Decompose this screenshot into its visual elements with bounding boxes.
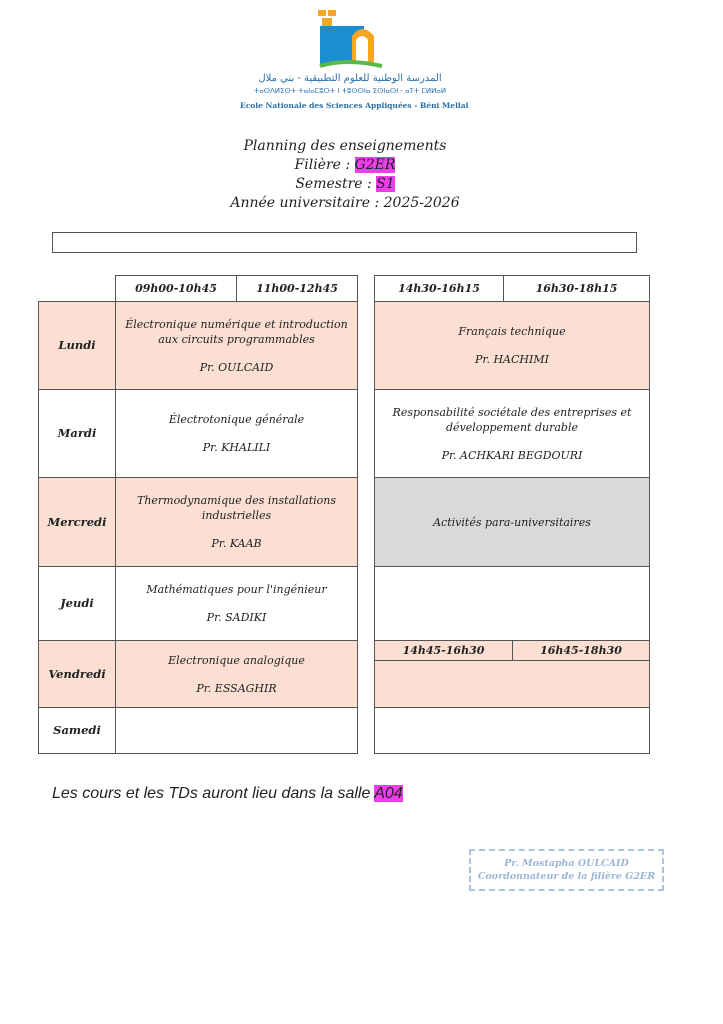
stamp-role: Coordonnateur de la filière G2ER — [477, 871, 656, 882]
empty-box — [52, 232, 637, 253]
day-vendredi: Vendredi — [38, 640, 116, 708]
day-lundi: Lundi — [38, 301, 116, 390]
logo-tifinagh: ⵜⴰⵙⴷⵍⵉⵙⵜ ⵜⴰⵏⴰⵎⵓⵔⵜ ⵏ ⵜⵓⵙⵙⵏⴰ ⵉⵙⵏⴰⵙⵏ - ⴰⵢⵜ … — [253, 87, 447, 95]
course-samedi-pm — [374, 707, 650, 754]
day-mardi: Mardi — [38, 389, 116, 478]
course-lundi-am: Électronique numérique et introduction a… — [115, 301, 358, 390]
course-prof: Pr. ACHKARI BEGDOURI — [441, 448, 583, 462]
filiere-label: Filière : — [294, 157, 355, 173]
day-mercredi: Mercredi — [38, 477, 116, 567]
semestre-line: Semestre : S1 — [0, 175, 690, 194]
logo-french: Ecole Nationale des Sciences Appliquées … — [240, 101, 469, 110]
course-mardi-pm: Responsabilité sociétale des entreprises… — [374, 389, 650, 478]
semestre-value: S1 — [376, 176, 395, 192]
day-jeudi: Jeudi — [38, 566, 116, 641]
course-prof: Pr. KAAB — [211, 537, 262, 550]
vendredi-slot-header-1: 14h45-16h30 — [374, 640, 513, 661]
filiere-value: G2ER — [354, 157, 396, 173]
course-vendredi-pm — [374, 660, 650, 708]
course-title: Electronique analogique — [168, 653, 305, 667]
course-prof: Pr. SADIKI — [206, 611, 267, 624]
course-prof: Pr. OULCAID — [199, 360, 274, 374]
course-title: Électronique numérique et introduction a… — [125, 317, 348, 346]
slot-header-4: 16h30-18h15 — [503, 275, 650, 302]
course-mercredi-am: Thermodynamique des installations indust… — [115, 477, 358, 567]
room-value: A04 — [374, 785, 403, 802]
course-prof: Pr. ESSAGHIR — [196, 681, 277, 695]
semestre-label: Semestre : — [295, 176, 377, 192]
stamp-name: Pr. Mostapha OULCAID — [504, 858, 629, 869]
coordinator-stamp: Pr. Mostapha OULCAID Coordonnateur de la… — [469, 849, 664, 891]
course-title: Français technique — [458, 325, 566, 338]
course-jeudi-pm — [374, 566, 650, 641]
course-title: Mathématiques pour l'ingénieur — [146, 583, 327, 596]
room-note-text: Les cours et les TDs auront lieu dans la… — [52, 785, 375, 802]
slot-header-2: 11h00-12h45 — [236, 275, 358, 302]
logo-arabic: المدرسة الوطنية للعلوم التطبيقية - بني م… — [258, 73, 442, 84]
planning-title: Planning des enseignements — [243, 138, 447, 154]
school-logo — [316, 8, 386, 72]
vendredi-slot-header-2: 16h45-18h30 — [512, 640, 650, 661]
course-title: Responsabilité sociétale des entreprises… — [392, 405, 632, 434]
slot-header-1: 09h00-10h45 — [115, 275, 237, 302]
course-prof: Pr. HACHIMI — [475, 353, 549, 366]
course-samedi-am — [115, 707, 358, 754]
course-title: Activités para-universitaires — [433, 515, 591, 529]
course-mercredi-pm: Activités para-universitaires — [374, 477, 650, 567]
course-prof: Pr. KHALILI — [202, 441, 271, 454]
annee-line: Année universitaire : 2025-2026 — [230, 195, 460, 211]
course-title: Thermodynamique des installations indust… — [136, 494, 337, 522]
day-samedi: Samedi — [38, 707, 116, 754]
course-title: Électrotonique générale — [168, 413, 305, 426]
room-note: Les cours et les TDs auront lieu dans la… — [52, 785, 403, 803]
filiere-line: Filière : G2ER — [0, 156, 690, 175]
lunch-gap — [357, 275, 375, 754]
slot-header-3: 14h30-16h15 — [374, 275, 504, 302]
